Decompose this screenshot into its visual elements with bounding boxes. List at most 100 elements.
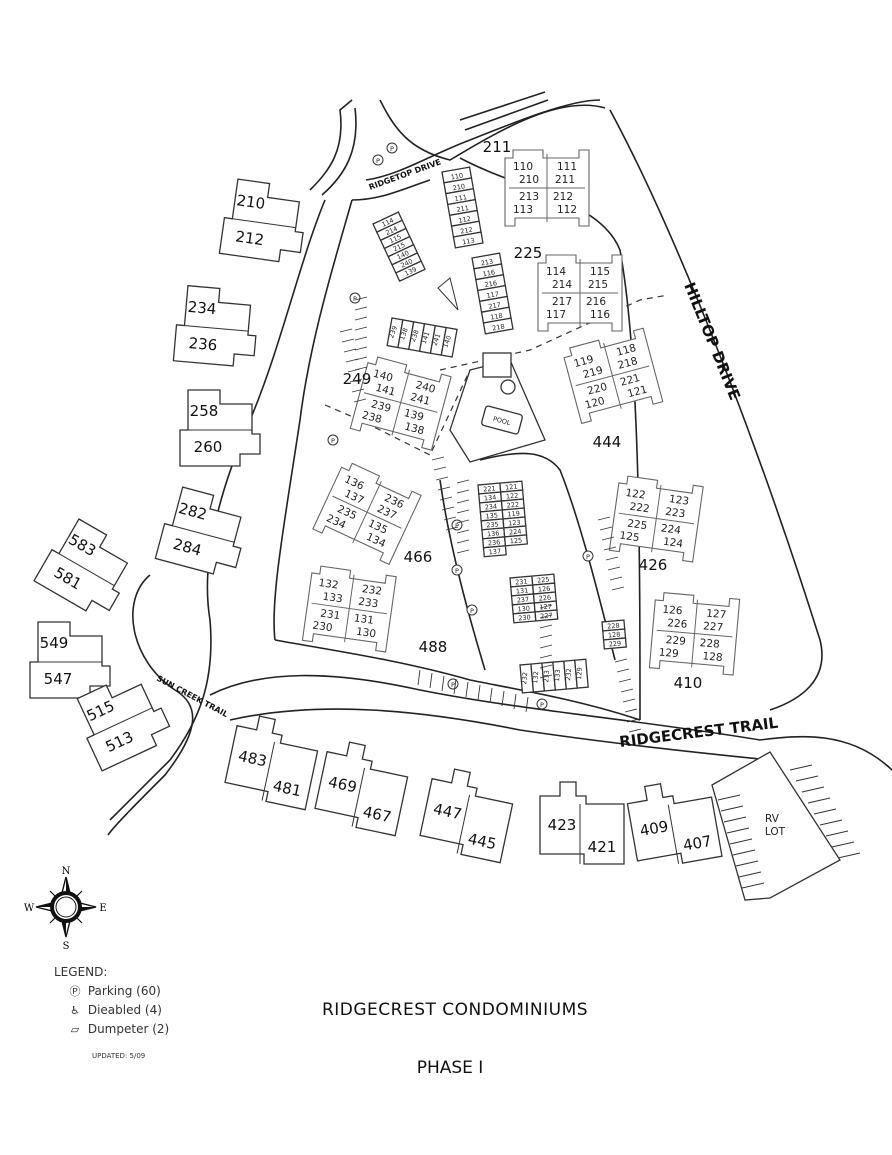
parking-stall-line	[626, 718, 640, 723]
rv-stall-line	[813, 808, 837, 815]
garage-stall-label: 134	[484, 493, 497, 502]
rv-stall-line	[723, 816, 747, 823]
garage-stall-label: 111	[454, 193, 468, 203]
parking-icon: Ⓟ	[69, 985, 81, 998]
parking-stall-line	[489, 687, 493, 704]
rv-stall-line	[729, 838, 753, 845]
parking-stall-line	[539, 674, 553, 679]
garage-stall-label: 228	[607, 621, 620, 630]
garage-blocks: 1102101112111122121132131162161172171182…	[372, 166, 627, 694]
unit-label: 214	[552, 279, 572, 291]
residence-number-469: 469	[327, 773, 359, 797]
garage-stall: 139	[394, 260, 426, 282]
parking-letter: P	[586, 553, 590, 561]
parking-stall-line	[628, 728, 642, 733]
garage-stall-label: 212	[460, 226, 474, 236]
disabled-icon: ♿	[70, 1004, 80, 1017]
unit-label: 232	[361, 583, 383, 598]
residence-number-481: 481	[271, 777, 303, 801]
legend-item-dumpster: ▱ Dumpeter (2)	[54, 1020, 169, 1039]
parking-stall-line	[453, 678, 457, 695]
unit-label: 239	[370, 398, 392, 415]
garage-stall-label: 231	[515, 577, 528, 586]
parking-stall-line	[456, 489, 470, 494]
garage-stall-label: 121	[505, 483, 518, 492]
rv-stall-line	[831, 841, 855, 848]
parking-stall-line	[441, 675, 445, 692]
unit-label: 229	[665, 634, 686, 648]
unit-label: 130	[355, 626, 377, 641]
unit-label: 230	[312, 620, 334, 635]
unit-label: 125	[619, 530, 641, 545]
unit-label: 115	[590, 266, 610, 278]
parking-stall-line	[441, 506, 455, 511]
unit-label: 132	[318, 577, 340, 592]
residence-number-445: 445	[466, 830, 498, 854]
garage-stall-label: 118	[490, 312, 504, 322]
parking-stall-line	[347, 368, 361, 373]
rv-stall-line	[795, 775, 819, 782]
unit-label: 221	[619, 372, 641, 389]
parking-stall-line	[539, 634, 553, 639]
garage-stall-label: 241	[431, 332, 443, 346]
garage-stall-label: 138	[398, 327, 410, 341]
garage-stall-label: 116	[482, 268, 496, 278]
garage-stall-label: 221	[483, 484, 496, 493]
residence-number-260: 260	[194, 438, 223, 456]
rv-parking-stalls	[717, 764, 861, 889]
phase-label: PHASE I	[416, 1058, 484, 1078]
garage-stall-label: 117	[486, 290, 500, 300]
garage-stall-label: 130	[517, 604, 530, 613]
unit-label: 124	[662, 536, 684, 551]
parking-stall-line	[501, 690, 505, 707]
parking-stall-line	[620, 688, 634, 693]
unit-label: 226	[667, 617, 688, 631]
parking-letter: P	[353, 295, 357, 303]
unit-label: 118	[615, 342, 637, 359]
garage-stall-label: 135	[485, 511, 498, 520]
parking-stall-line	[465, 681, 469, 698]
unit-label: 126	[662, 604, 683, 618]
parking-icon: P	[372, 154, 384, 166]
parking-stall-line	[539, 644, 553, 649]
parking-stall-line	[456, 509, 470, 514]
parking-icon: P	[536, 698, 548, 710]
residence-number-234: 234	[187, 298, 217, 318]
garage-stall-label: 113	[462, 236, 476, 246]
garage-stall-label: 211	[456, 204, 470, 214]
rv-stall-line	[801, 786, 825, 793]
parking-stall-line	[477, 684, 481, 701]
legend-item-parking: Ⓟ Parking (60)	[54, 982, 169, 1001]
garage-stall: 125	[503, 534, 529, 547]
parking-stall-line	[607, 566, 621, 571]
parking-icon: P	[447, 678, 459, 690]
parking-letter: P	[376, 157, 380, 165]
road-label-ridgecrest-trail: RIDGECREST TRAIL	[618, 714, 779, 751]
rv-stall-line	[720, 805, 744, 812]
parking-icon: P	[327, 434, 339, 446]
residence-number-423: 423	[548, 816, 577, 834]
parking-stall-line	[345, 358, 359, 363]
garage-stall-label: 132	[531, 671, 540, 684]
garage-stall-label: 230	[518, 613, 531, 622]
parking-letter: P	[331, 437, 335, 445]
parking-stall-line	[603, 546, 617, 551]
legend: LEGEND: Ⓟ Parking (60) ♿ Dieabled (4) ▱ …	[54, 963, 169, 1039]
residence-number-447: 447	[432, 800, 464, 824]
residence-number-549: 549	[40, 634, 69, 652]
garage-stall-label: 238	[409, 329, 421, 343]
unit-label: 117	[546, 309, 566, 321]
unit-label: 225	[626, 518, 648, 533]
parking-stall-line	[417, 669, 421, 686]
west-residences: 2102122342362582602822845835815495475155…	[29, 178, 304, 772]
